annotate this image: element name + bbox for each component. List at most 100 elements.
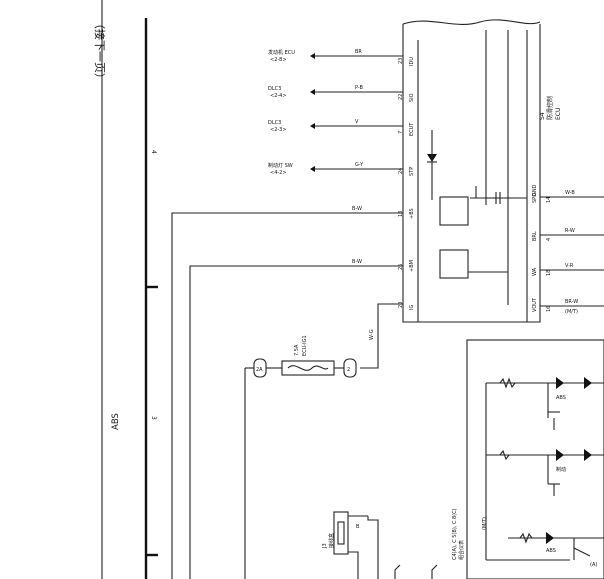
continue-note: （接下一页） [93,18,106,84]
wire-color: P-B [355,85,364,91]
resistor-icon [519,532,533,544]
ecu-name-3: ECU [555,108,562,120]
ecu-pin-spd: SPD 14 [532,193,552,203]
svg-text:ABS: ABS [556,395,566,401]
wire-bs-label: B-W [352,206,362,212]
wire-bs [171,212,403,579]
input-ref: <2-8> [270,57,287,63]
input-connector: 制动灯 SW<4-2> G-Y [268,162,403,176]
ecu-pin-ecut: ECUT 7 [398,122,415,136]
svg-text:23: 23 [398,58,404,64]
resistor-icon [499,377,516,389]
wire-bm [189,265,403,579]
svg-text:IDU: IDU [409,57,415,66]
svg-text:2A: 2A [256,367,263,373]
fuse-rating: 7.5A [294,344,300,356]
ecu-pin-sio: SIO 22 [398,93,415,102]
ecu-pin-ig: IG 20 [398,302,415,310]
svg-text:+BS: +BS [409,208,415,219]
svg-text:7: 7 [398,131,404,134]
fuse-body [281,360,335,376]
svg-text:B: B [356,524,360,530]
arrow-icon [310,89,315,95]
resistor-icon [499,449,510,461]
svg-text:SIO: SIO [409,93,415,102]
ecu-name-2: 防滑控制 [546,96,554,120]
input-ref: <2-3> [270,127,287,133]
svg-text:ECUT: ECUT [409,122,415,136]
ecu-pin-brl: BRL 4 [532,231,552,241]
svg-text:24: 24 [398,168,404,174]
svg-text:18: 18 [546,270,552,276]
svg-text:2: 2 [347,367,350,373]
wire-r16: BR-W (M/T) [540,299,604,315]
led-brake-icon [556,449,564,461]
svg-text:R-W: R-W [565,228,575,234]
arrow-icon [310,53,315,59]
svg-text:16: 16 [546,306,552,312]
svg-text:V-R: V-R [565,263,574,269]
abs-ecu: S4 防滑控制 ECU [402,19,562,323]
svg-text:26: 26 [398,264,404,270]
wire-ig [360,303,403,369]
svg-text:VOUT: VOUT [532,297,538,312]
svg-text:SPD: SPD [532,193,538,203]
ecu-pin-vout: VOUT 16 [532,297,552,312]
wire-color: V [355,119,359,125]
svg-text:(M/T): (M/T) [565,309,578,315]
ecu-internal-box-1 [439,196,469,226]
combination-meter: C4(A), C 5(B), C 8(C) 组合仪表 (M/T) ABS 制动 … [452,339,604,579]
svg-text:W-B: W-B [565,190,575,196]
ecu-name-1: S4 [539,112,546,120]
ecu-pin-bs: +BS 13 [398,208,415,219]
wire-ig-label: W-G [369,329,375,340]
wire-color: G-Y [355,162,364,168]
svg-text:22: 22 [398,94,404,100]
wire-r18: V-R [540,263,604,271]
input-ref: <4-2> [270,170,287,176]
fuse-desc: ECU-IG1 [302,335,308,356]
svg-text:BR-W: BR-W [565,299,578,305]
section-number-3: 3 [150,416,157,420]
wire-r14: W-B [540,190,604,198]
svg-text:ABS: ABS [546,548,556,554]
svg-text:J3: J3 [322,543,328,549]
ecu-pin-wa: WA 18 [532,267,552,276]
led-abs2-icon [546,532,554,544]
led-abs-icon [556,377,564,389]
wire-r4: R-W [540,228,604,236]
section-number-4: 4 [150,150,157,154]
svg-text:WA: WA [532,267,538,276]
svg-text:(A): (A) [590,562,597,568]
wire-bm-label: B-W [352,259,362,265]
input-connector: DLC3<2-3> V [268,119,403,133]
svg-text:GND: GND [532,184,538,196]
wire-color: BR [355,49,362,55]
arrow-icon [310,166,315,172]
input-label: DLC3 [268,86,281,92]
input-label: DLC3 [268,120,281,126]
arrow-icon [310,123,315,129]
svg-text:13: 13 [398,211,404,217]
svg-text:+BM: +BM [409,260,415,272]
svg-text:14: 14 [546,197,552,203]
ecu-internal-box-2 [439,249,469,279]
svg-text:20: 20 [398,302,404,308]
svg-text:(M/T): (M/T) [482,517,488,530]
section-label: ABS [111,413,121,430]
svg-text:接线盒: 接线盒 [328,533,335,548]
input-connector: DLC3<2-4>P-B [268,85,403,99]
input-label: 发动机 ECU [268,49,295,56]
svg-text:C4(A), C 5(B), C 8(C): C4(A), C 5(B), C 8(C) [452,508,458,560]
led-icon [584,449,592,461]
fuse-ecu-ig1: 2A 2 7.5A ECU-IG1 [244,335,357,579]
svg-text:IG: IG [409,305,415,310]
svg-text:BRL: BRL [532,231,538,241]
input-label: 制动灯 SW [268,162,293,169]
ecu-pin-stp: STP 24 [398,167,415,176]
svg-text:STP: STP [409,167,415,176]
input-connector: 发动机 ECU<2-8> BR [268,49,403,63]
ecu-pin-idu: IDU 23 [398,57,415,66]
svg-text:4: 4 [546,238,552,241]
